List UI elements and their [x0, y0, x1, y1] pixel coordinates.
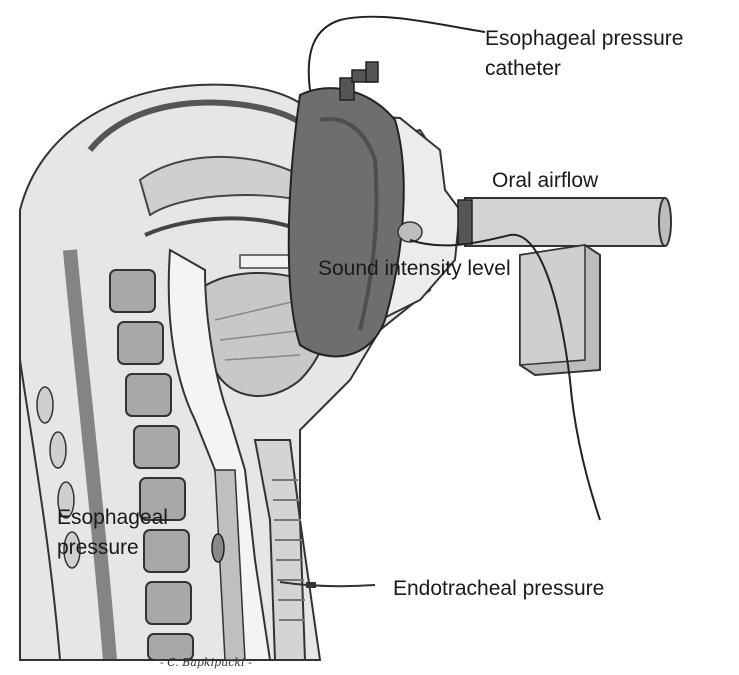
sound-meter-box: [520, 245, 600, 375]
endotracheal-connector: [306, 582, 316, 588]
esophageal-catheter-wire: [309, 17, 485, 90]
label-endotracheal-pressure: Endotracheal pressure: [393, 576, 604, 602]
label-sound-intensity: Sound intensity level: [318, 256, 511, 282]
label-esophageal-pressure-line1: Esophageal: [57, 505, 168, 531]
label-oral-airflow: Oral airflow: [492, 168, 598, 194]
label-esophageal-catheter-line1: Esophageal pressure: [485, 26, 683, 52]
label-esophageal-pressure-line2: pressure: [57, 535, 139, 561]
microphone: [398, 222, 422, 242]
esophageal-balloon: [212, 534, 224, 562]
oronasal-mask: [289, 88, 404, 356]
label-esophageal-catheter-line2: catheter: [485, 56, 561, 82]
artist-signature: - C. Bapkipucki -: [160, 656, 252, 669]
